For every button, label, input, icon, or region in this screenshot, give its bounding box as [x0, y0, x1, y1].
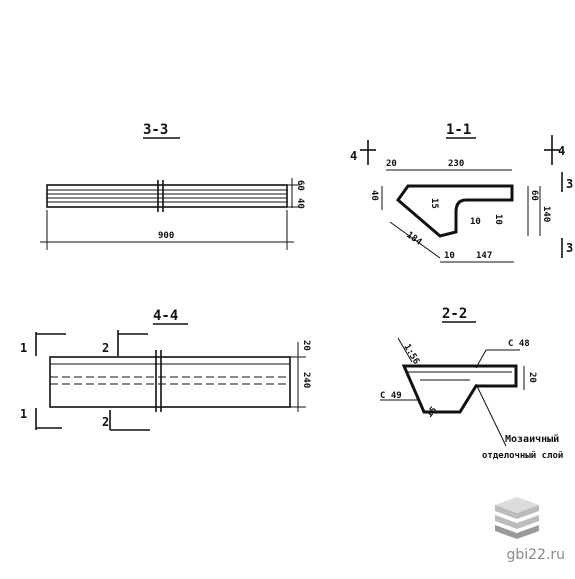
cut-label-3-right-bottom: 3	[566, 241, 573, 255]
dim-15: 15	[429, 198, 439, 209]
logo-slab-bottom	[495, 525, 517, 539]
dim-15-22: 15	[425, 405, 440, 420]
beam-3-3	[46, 184, 288, 208]
cut-label-2-bottom: 2	[102, 415, 109, 429]
section-3-3: 3-3 900 60 40	[40, 122, 305, 250]
dim-length: 900	[158, 231, 174, 241]
note-line-2: отделочный слой	[482, 451, 563, 461]
title-3-3: 3-3	[143, 122, 168, 138]
cut-label-4-left: 4	[350, 149, 357, 163]
dim-20: 20	[386, 159, 397, 169]
cut-label-3-right: 3	[566, 177, 573, 191]
dim-140: 140	[541, 206, 551, 222]
dim-60: 60	[529, 190, 539, 201]
cut-label-1-top: 1	[20, 341, 27, 355]
title-4-4: 4-4	[153, 308, 178, 324]
dim-h2: 40	[295, 198, 305, 209]
logo-slab-mid	[517, 515, 539, 529]
section-2-2: 2-2 1:56 C 48 C 49 20 15 Мозаичный отдел…	[380, 306, 563, 461]
title-1-1: 1-1	[446, 122, 471, 138]
dim-h1: 60	[295, 180, 305, 191]
logo-icon	[495, 497, 539, 539]
dim-20-44: 20	[301, 340, 311, 351]
dim-20-22: 20	[527, 372, 537, 383]
logo-slab-side	[517, 505, 539, 519]
dim-240: 240	[301, 372, 311, 388]
section-4-4: 4-4 1 1 2 2 20 240	[20, 308, 311, 431]
dim-10-right: 10	[493, 214, 503, 225]
profile-2-2	[401, 364, 518, 414]
slope-label: 1:56	[401, 343, 421, 367]
watermark-text: gbi22.ru	[506, 547, 565, 563]
dim-40: 40	[369, 190, 379, 201]
plan-4-4	[49, 356, 291, 408]
dim-230: 230	[448, 159, 464, 169]
cut-label-4-right: 4	[558, 144, 565, 158]
logo-slab-side	[495, 505, 517, 519]
label-c48: C 48	[508, 339, 530, 349]
section-1-1: 1-1 4 4 3 3 20 230 40 15 10 10 60 140 18…	[350, 122, 573, 263]
profile-1-1	[395, 184, 514, 238]
dim-10-bottom: 10	[444, 251, 455, 261]
dim-184: 184	[404, 230, 424, 248]
logo-slab-bottom	[517, 525, 539, 539]
leader	[397, 337, 413, 363]
logo-slab-mid	[495, 515, 517, 529]
dim-147: 147	[476, 251, 492, 261]
dim-10: 10	[470, 217, 481, 227]
leader-note	[475, 383, 507, 447]
cut-label-1-bottom: 1	[20, 407, 27, 421]
dim-line-diag	[389, 221, 441, 259]
note-line-1: Мозаичный	[505, 433, 559, 445]
title-2-2: 2-2	[442, 306, 467, 322]
leader	[475, 349, 487, 369]
cut-label-2-top: 2	[102, 341, 109, 355]
label-c49: C 49	[380, 391, 402, 401]
